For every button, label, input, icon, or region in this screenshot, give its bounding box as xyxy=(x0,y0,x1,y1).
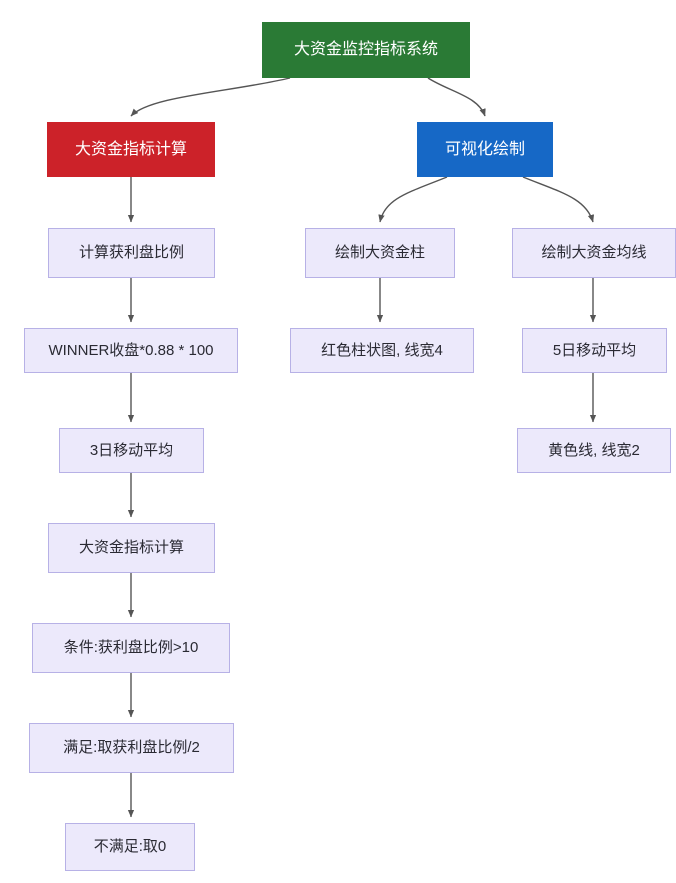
flow-node-cond[interactable]: 条件:获利盘比例>10 xyxy=(32,623,230,673)
flow-node-unsatisfy[interactable]: 不满足:取0 xyxy=(65,823,195,871)
flow-node-label: 满足:取获利盘比例/2 xyxy=(63,739,200,756)
flow-node-label: 大资金监控指标系统 xyxy=(293,41,438,59)
flow-node-label: 绘制大资金均线 xyxy=(541,244,647,261)
flow-node-label: 红色柱状图, 线宽4 xyxy=(321,341,443,359)
flow-node-label: 大资金指标计算 xyxy=(78,539,184,556)
flow-node-label: 不满足:取0 xyxy=(93,838,167,855)
flow-node-winner[interactable]: WINNER收盘*0.88 * 100 xyxy=(24,328,238,373)
flow-edge-viz-to-bar xyxy=(378,176,448,223)
flow-node-label: 5日移动平均 xyxy=(552,341,637,359)
flow-node-profit[interactable]: 计算获利盘比例 xyxy=(48,228,215,278)
flow-node-satisfy[interactable]: 满足:取获利盘比例/2 xyxy=(29,723,234,773)
flow-node-barstyle[interactable]: 红色柱状图, 线宽4 xyxy=(290,328,474,373)
flow-node-label: 3日移动平均 xyxy=(89,441,174,459)
flow-edge-viz-to-maline xyxy=(522,176,595,223)
flow-node-bar[interactable]: 绘制大资金柱 xyxy=(305,228,455,278)
flow-node-label: 绘制大资金柱 xyxy=(334,244,425,261)
flow-node-label: 条件:获利盘比例>10 xyxy=(63,639,199,656)
flow-edge-root-to-calc xyxy=(130,77,291,117)
flow-node-calc[interactable]: 大资金指标计算 xyxy=(47,122,215,177)
flow-node-label: 可视化绘制 xyxy=(444,140,525,158)
flow-edge-root-to-viz xyxy=(427,77,486,117)
flow-node-root[interactable]: 大资金监控指标系统 xyxy=(262,22,470,78)
flow-node-maline[interactable]: 绘制大资金均线 xyxy=(512,228,676,278)
flow-node-ma5[interactable]: 5日移动平均 xyxy=(522,328,667,373)
flow-node-yellow[interactable]: 黄色线, 线宽2 xyxy=(517,428,671,473)
flow-node-viz[interactable]: 可视化绘制 xyxy=(417,122,553,177)
flow-node-ma3[interactable]: 3日移动平均 xyxy=(59,428,204,473)
flow-node-label: 大资金指标计算 xyxy=(74,140,187,158)
flow-node-bigcalc[interactable]: 大资金指标计算 xyxy=(48,523,215,573)
flow-node-label: 计算获利盘比例 xyxy=(78,244,184,261)
flow-node-label: WINNER收盘*0.88 * 100 xyxy=(48,341,214,359)
flow-node-label: 黄色线, 线宽2 xyxy=(548,441,640,459)
